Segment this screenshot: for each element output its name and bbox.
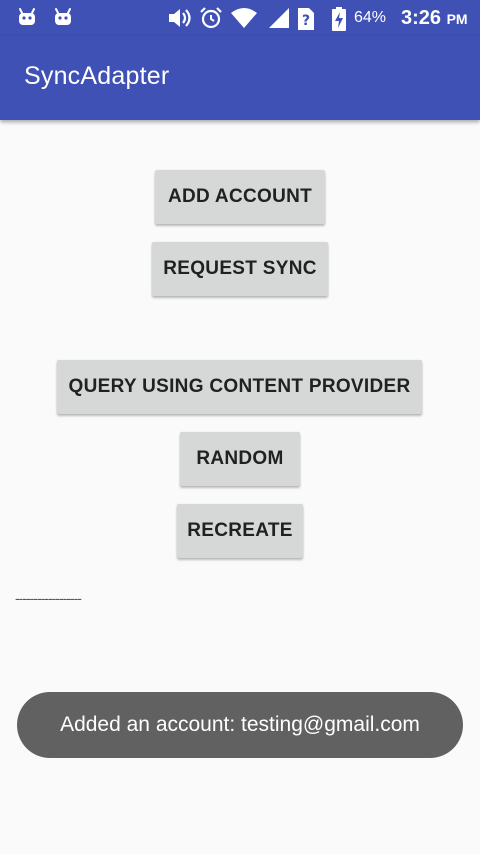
no-sim-icon: ? xyxy=(296,6,316,37)
recreate-button[interactable]: RECREATE xyxy=(177,504,303,558)
add-account-button[interactable]: ADD ACCOUNT xyxy=(155,170,325,224)
app-bar: SyncAdapter xyxy=(0,36,480,120)
status-bar: ? 64% 3:26 PM xyxy=(0,0,480,36)
volume-icon xyxy=(167,6,195,35)
battery-charging-icon xyxy=(331,6,347,37)
alarm-icon xyxy=(199,6,223,35)
android-notification-icon xyxy=(17,7,37,27)
toast: Added an account: testing@gmail.com xyxy=(17,692,463,758)
svg-text:?: ? xyxy=(302,13,310,29)
request-sync-button[interactable]: REQUEST SYNC xyxy=(152,242,328,296)
battery-percent: 64% xyxy=(354,9,387,26)
random-button[interactable]: RANDOM xyxy=(180,432,300,486)
app-title: SyncAdapter xyxy=(24,62,170,90)
signal-icon xyxy=(267,6,291,35)
query-content-provider-button[interactable]: QUERY USING CONTENT PROVIDER xyxy=(57,360,422,414)
clock-time: 3:26 xyxy=(401,7,442,29)
output-text: ------------------ xyxy=(15,590,82,606)
clock-ampm: PM xyxy=(446,11,468,27)
toast-message: Added an account: testing@gmail.com xyxy=(60,713,420,736)
status-clock: 3:26 PM xyxy=(401,7,468,30)
android-notification-icon xyxy=(53,7,73,27)
wifi-icon xyxy=(230,6,258,35)
